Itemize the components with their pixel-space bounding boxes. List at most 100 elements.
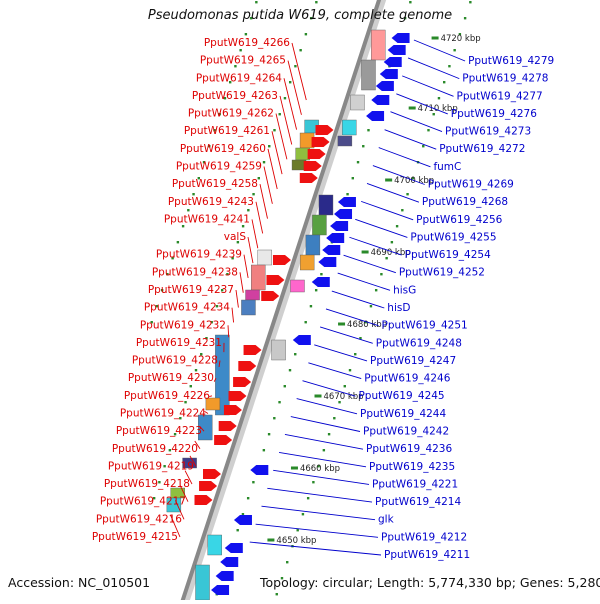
gene-label: hisD <box>387 302 410 314</box>
gene-label: PputW619_4211 <box>384 549 470 561</box>
feature-block <box>258 250 272 265</box>
label-leader-line <box>308 363 361 379</box>
gene-label: PputW619_4236 <box>366 443 452 455</box>
feature-block <box>251 265 265 290</box>
track-dot <box>286 561 288 563</box>
label-leader-line <box>276 114 287 160</box>
forward-gene-arrow <box>214 435 232 445</box>
kbp-tick-mark <box>362 251 369 254</box>
reverse-gene-arrow <box>234 515 252 525</box>
track-dot <box>310 305 312 307</box>
reverse-gene-arrow <box>384 57 402 67</box>
reverse-gene-arrow <box>220 557 238 567</box>
gene-label: PputW619_4228 <box>132 355 218 367</box>
forward-gene-arrow <box>233 377 251 387</box>
track-dot <box>349 369 351 371</box>
track-dot <box>323 449 325 451</box>
gene-label: PputW619_4216 <box>96 513 182 525</box>
forward-gene-arrow <box>266 275 284 285</box>
forward-gene-arrow <box>224 405 242 415</box>
track-dot <box>190 385 192 387</box>
reverse-gene-arrow <box>250 465 268 475</box>
track-dot <box>320 273 322 275</box>
gene-label: PputW619_4218 <box>104 478 190 490</box>
gene-label: PputW619_4237 <box>148 284 234 296</box>
track-dot <box>279 113 281 115</box>
left-gene-labels: PputW619_4266PputW619_4265PputW619_4264P… <box>92 37 306 543</box>
label-leader-line <box>314 345 367 361</box>
gene-label: PputW619_4248 <box>376 337 462 349</box>
label-leader-line <box>256 524 378 537</box>
gene-label: PputW619_4255 <box>410 231 496 243</box>
track-dot <box>448 65 450 67</box>
gene-label: PputW619_4254 <box>405 249 491 261</box>
kbp-tick-mark <box>291 467 298 470</box>
gene-label: PputW619_4235 <box>369 461 455 473</box>
reverse-gene-arrow <box>318 257 336 267</box>
forward-gene-arrow <box>312 137 330 147</box>
label-leader-line <box>256 202 263 234</box>
track-dot <box>255 1 257 3</box>
track-dot <box>307 497 309 499</box>
track-dot <box>268 433 270 435</box>
track-dot <box>305 33 307 35</box>
track-dot <box>367 129 369 131</box>
gene-label: PputW619_4231 <box>136 337 222 349</box>
gene-label: PputW619_4214 <box>375 496 461 508</box>
gene-label: PputW619_4221 <box>372 478 458 490</box>
accession-text: Accession: NC_010501 <box>8 575 150 590</box>
reverse-gene-arrow <box>330 221 348 231</box>
reverse-gene-arrow <box>326 233 344 243</box>
map-title: Pseudomonas putida W619, complete genome <box>0 8 600 23</box>
label-leader-line <box>385 130 437 150</box>
forward-gene-arrow <box>315 125 333 135</box>
gene-label: PputW619_4252 <box>399 267 485 279</box>
track-dot <box>236 529 238 531</box>
label-leader-line <box>288 61 301 115</box>
track-dot <box>305 321 307 323</box>
feature-block <box>290 280 304 292</box>
gene-label: PputW619_4261 <box>184 125 270 137</box>
track-dot <box>263 449 265 451</box>
label-leader-line <box>355 219 407 237</box>
reverse-gene-arrow <box>392 33 410 43</box>
gene-label: PputW619_4241 <box>164 213 250 225</box>
gene-label: PputW619_4220 <box>112 443 198 455</box>
feature-block <box>338 136 352 146</box>
track-dot <box>391 241 393 243</box>
forward-gene-arrow <box>238 361 256 371</box>
gene-label: PputW619_4212 <box>381 531 467 543</box>
forward-gene-arrow <box>203 469 221 479</box>
gene-label: PputW619_4276 <box>451 108 537 120</box>
track-dot <box>177 241 179 243</box>
track-dot <box>245 33 247 35</box>
reverse-gene-arrow <box>312 277 330 287</box>
feature-block <box>272 340 286 360</box>
reverse-gene-arrow <box>293 335 311 345</box>
track-dot <box>438 97 440 99</box>
gene-label: PputW619_4264 <box>196 72 282 84</box>
gene-label: PputW619_4230 <box>128 372 214 384</box>
gene-label: PputW619_4262 <box>188 108 274 120</box>
track-dot <box>239 49 241 51</box>
track-dot <box>409 1 411 3</box>
kbp-tick-mark <box>315 395 322 398</box>
track-dot <box>344 385 346 387</box>
track-dot <box>406 193 408 195</box>
kbp-tick-label: 4650 kbp <box>276 536 316 546</box>
label-leader-line <box>240 272 243 292</box>
track-dot <box>263 161 265 163</box>
feature-block <box>350 95 364 110</box>
track-dot <box>296 529 298 531</box>
track-dot <box>333 417 335 419</box>
gene-label: PputW619_4223 <box>116 425 202 437</box>
feature-block <box>342 120 356 135</box>
feature-block <box>296 148 310 160</box>
track-dot <box>352 177 354 179</box>
label-leader-line <box>264 167 272 204</box>
label-leader-line <box>379 148 431 167</box>
track-dot <box>273 417 275 419</box>
track-dot <box>247 209 249 211</box>
track-dot <box>302 513 304 515</box>
track-dot <box>328 433 330 435</box>
